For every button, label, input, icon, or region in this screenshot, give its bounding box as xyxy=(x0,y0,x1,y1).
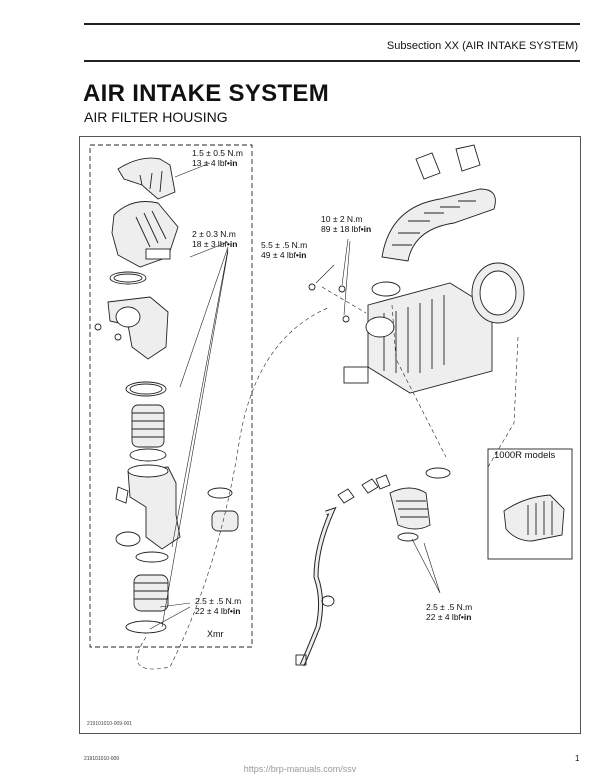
xmr-group-box xyxy=(89,144,253,648)
exploded-view-figure: 1.5 ± 0.5 N.m 13 ± 4 lbf•in 2 ± 0.3 N.m … xyxy=(79,136,581,734)
air-filter-housing-part xyxy=(343,282,493,394)
bolt-1 xyxy=(308,283,316,291)
xmr-variant-label: Xmr xyxy=(207,629,224,639)
torque-label-housing-fasteners: 10 ± 2 N.m 89 ± 18 lbf•in xyxy=(321,214,372,234)
bolt-3 xyxy=(342,315,350,323)
model-variant-box xyxy=(487,448,573,560)
housing-cover-part xyxy=(471,262,525,324)
small-fittings xyxy=(337,474,391,504)
small-clamp-2 xyxy=(397,532,419,542)
hose-section xyxy=(211,510,239,532)
torque-label-cover: 1.5 ± 0.5 N.m 13 ± 4 lbf•in xyxy=(192,148,243,168)
header-rule-bottom xyxy=(84,60,580,62)
model-variant-label: 1000R models xyxy=(494,450,556,461)
hose-end-clamp xyxy=(295,654,307,666)
flex-intake-duct xyxy=(381,188,496,262)
header-rule-top xyxy=(84,23,580,25)
torque-label-clamps: 2 ± 0.3 N.m 18 ± 3 lbf•in xyxy=(192,229,238,249)
outlet-elbow-part xyxy=(389,487,431,530)
rubber-grommet-part xyxy=(115,531,141,547)
lower-bellows-part xyxy=(133,574,169,612)
routing-lines xyxy=(136,286,519,670)
small-clamp xyxy=(207,487,233,499)
subsection-header: Subsection XX (AIR INTAKE SYSTEM) xyxy=(386,40,578,52)
gasket-right xyxy=(455,144,481,172)
clamp-ring-duct xyxy=(371,281,401,297)
torque-label-housing-bolt: 5.5 ± .5 N.m 49 ± 4 lbf•in xyxy=(261,240,308,260)
coupler-bellows-part xyxy=(131,404,165,448)
source-url: https://brp-manuals.com/ssv xyxy=(243,764,357,774)
page-subtitle: AIR FILTER HOUSING xyxy=(84,109,228,125)
intake-tube-part xyxy=(115,464,181,550)
exploded-view-drawing xyxy=(89,144,573,670)
model-variant-duct xyxy=(503,494,565,542)
long-drain-hose xyxy=(299,506,337,667)
clamp-ring-6 xyxy=(425,467,451,479)
intake-cover-part xyxy=(117,157,176,200)
leader-lines xyxy=(149,162,441,630)
intake-snorkel-part xyxy=(111,201,179,268)
bolt-2 xyxy=(338,285,346,293)
gasket-left xyxy=(415,152,441,180)
figure-id: 219101010-009-001 xyxy=(87,721,133,727)
footer-document-id: 219101010-009 xyxy=(84,756,120,762)
clamp-ring-4 xyxy=(135,551,169,563)
clamp-ring-3 xyxy=(129,448,167,462)
torque-label-lower-clamp: 2.5 ± .5 N.m 22 ± 4 lbf•in xyxy=(195,596,242,616)
page-title: AIR INTAKE SYSTEM xyxy=(83,80,330,107)
hose-clip xyxy=(321,595,335,607)
elbow-adapter-part xyxy=(94,296,169,360)
clamp-ring-1 xyxy=(109,271,147,285)
clamp-ring-2 xyxy=(125,381,167,397)
clamp-ring-5 xyxy=(125,620,167,634)
page-number: 1 xyxy=(575,754,580,763)
torque-label-outlet-clamp: 2.5 ± .5 N.m 22 ± 4 lbf•in xyxy=(426,602,473,622)
